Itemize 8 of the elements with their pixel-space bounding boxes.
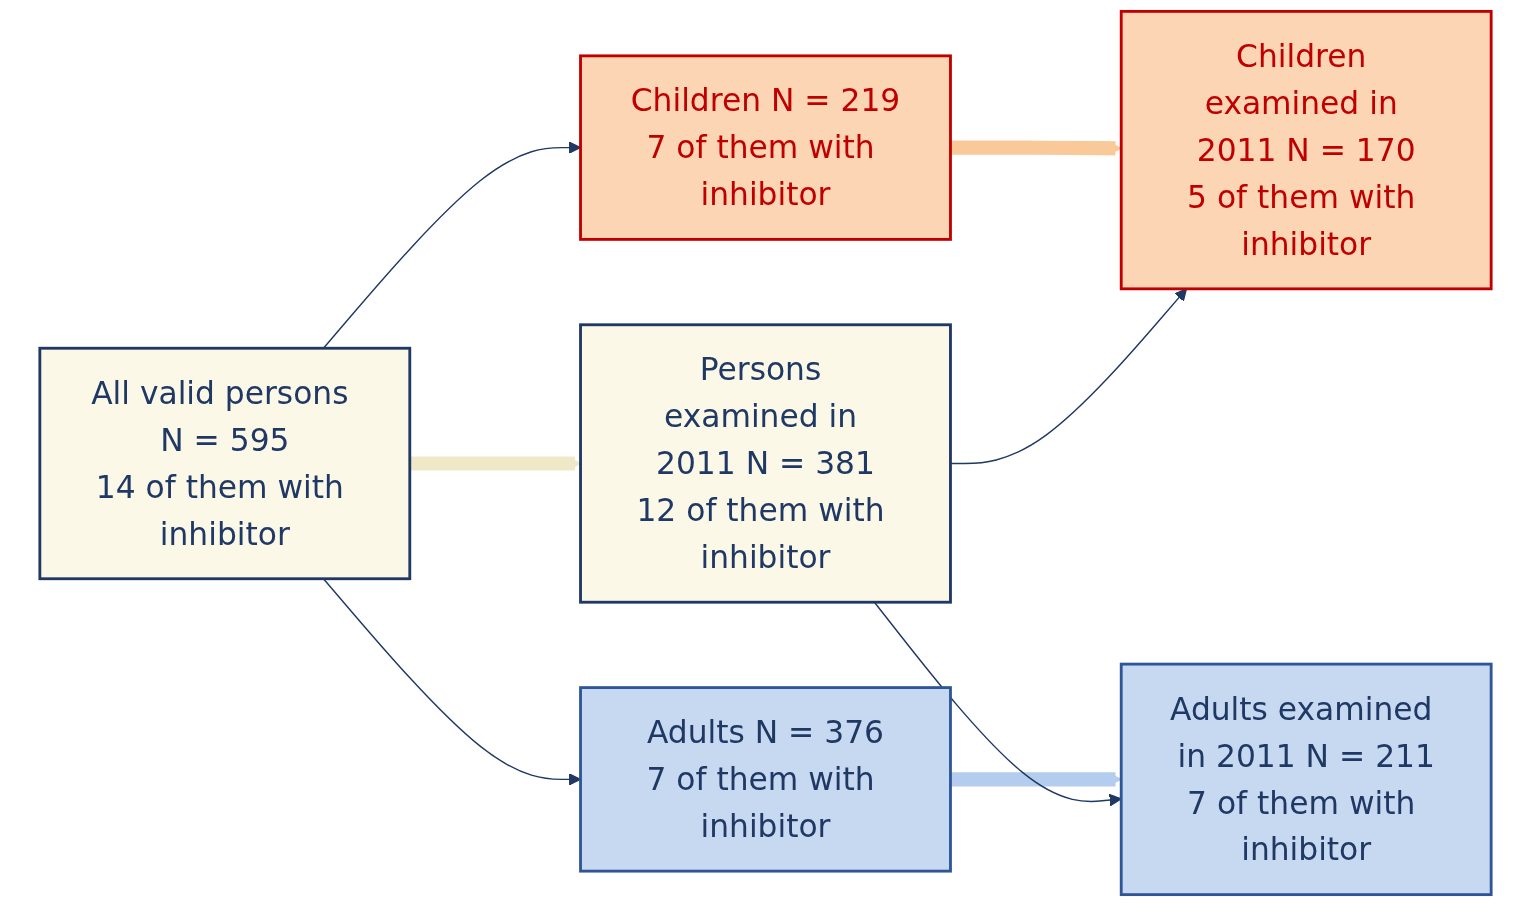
arrow — [950, 140, 1122, 156]
arrow — [950, 772, 1122, 787]
node-box: All valid persons N = 595 14 of them with inhibitor — [38, 346, 412, 581]
node-box: Children examined in 2011 N = 170 5 of them with inhibitor — [1119, 9, 1493, 291]
node-box: Persons examined in 2011 N = 381 12 of them with inhibitor — [579, 323, 952, 604]
node-box: Adults examined in 2011 N = 211 7 of them with inhibitor — [1119, 662, 1493, 897]
node-box: Adults N = 376 7 of them with inhibitor — [579, 686, 952, 873]
node-box: Children N = 219 7 of them with inhibitor — [579, 54, 952, 241]
